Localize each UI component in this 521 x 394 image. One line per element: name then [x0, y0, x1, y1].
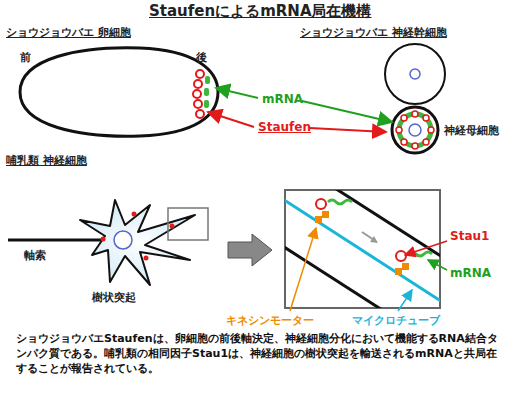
- section-heading: 哺乳類 神経細胞: [6, 153, 87, 168]
- part-label: 樹状突起: [92, 290, 136, 305]
- caption: ショウジョウバエStaufenは、卵細胞の前後軸決定、神経細胞分化において機能す…: [16, 332, 506, 377]
- axis-label: 前: [20, 50, 31, 65]
- protein-label: Staufen: [258, 120, 311, 134]
- mrna-label: mRNA: [450, 266, 491, 280]
- diagram-title: StaufenによるmRNA局在機構: [149, 2, 372, 21]
- motor-label: キネシンモーター: [226, 313, 314, 328]
- section-heading: ショウジョウバエ 卵細胞: [6, 25, 131, 40]
- section-heading: ショウジョウバエ 神経幹細胞: [300, 25, 447, 40]
- microtubule-label: マイクロチューブ: [352, 313, 440, 328]
- part-label: 軸索: [24, 248, 46, 263]
- protein-label: Stau1: [450, 229, 489, 243]
- mrna-label: mRNA: [262, 92, 303, 106]
- axis-label: 後: [196, 50, 207, 65]
- cell-label: 神経母細胞: [444, 123, 499, 138]
